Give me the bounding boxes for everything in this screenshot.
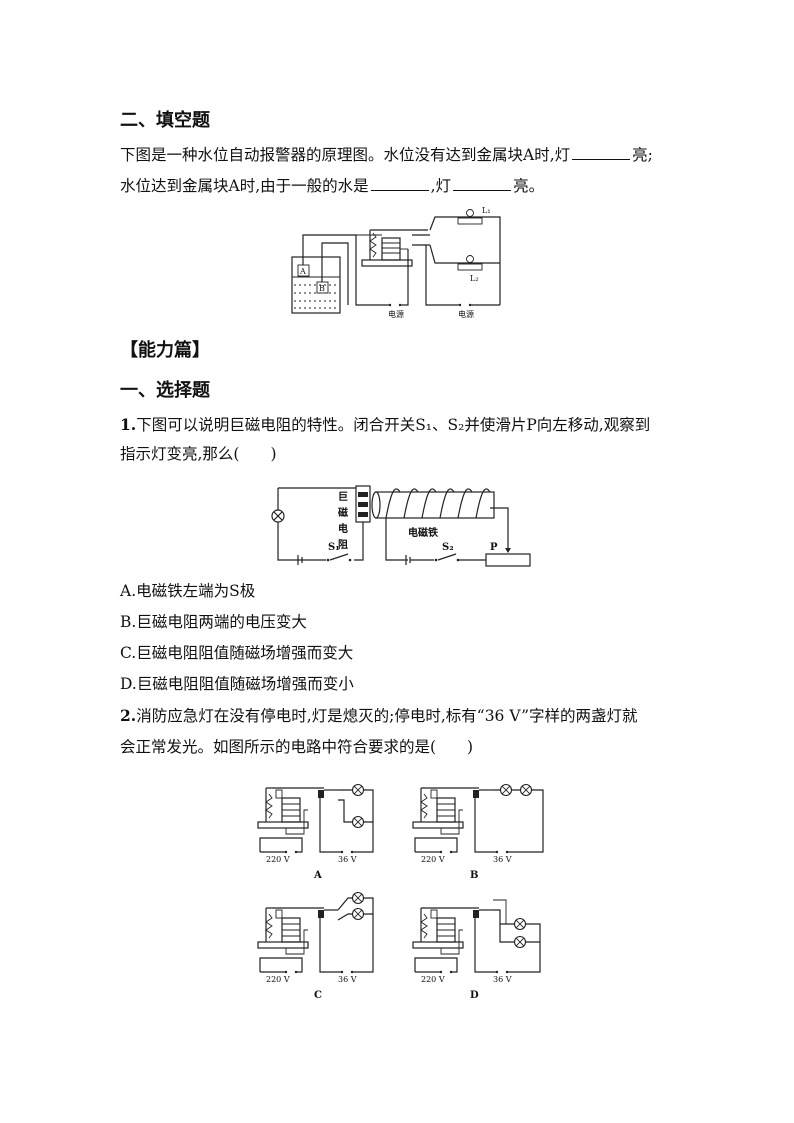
circuit-b: 220 V 36 V B bbox=[412, 783, 544, 881]
question-text-line1: 下图是一种水位自动报警器的原理图。水位没有达到金属块A时,灯 亮; bbox=[120, 145, 653, 165]
voltage-220-b: 220 V bbox=[421, 855, 445, 864]
lamp-l1-label: L₁ bbox=[482, 206, 491, 215]
emergency-light-circuits-diagram: 220 V 36 V A 220 V 36 V B 220 V 36 V C 2… bbox=[257, 783, 544, 1001]
q1-option-b[interactable]: B.巨磁电阻两端的电压变大 bbox=[120, 613, 307, 631]
water-level-alarm-diagram: A B 电源 L₁ L₂ 电源 bbox=[291, 206, 501, 319]
circuit-d: 220 V 36 V D bbox=[412, 899, 541, 1001]
switch-s2-label: S₂ bbox=[442, 542, 454, 553]
voltage-220-c: 220 V bbox=[266, 975, 290, 984]
circuit-c: 220 V 36 V C bbox=[257, 891, 374, 1001]
question-text-part: ,灯 bbox=[430, 177, 452, 195]
question-text-line2: 水位达到金属块A时,由于一般的水是 ,灯 亮。 bbox=[120, 176, 544, 196]
gmr-char-2: 磁 bbox=[338, 506, 348, 519]
voltage-36-a: 36 V bbox=[338, 855, 357, 864]
slider-p-label: P bbox=[490, 542, 498, 553]
question-text-part: 下图是一种水位自动报警器的原理图。水位没有达到金属块A时,灯 bbox=[120, 146, 571, 164]
gmr-char-3: 电 bbox=[338, 522, 348, 535]
power-label-2: 电源 bbox=[458, 309, 474, 319]
q1-number: 1. bbox=[120, 415, 137, 434]
q2-text: 消防应急灯在没有停电时,灯是熄灭的;停电时,标有“36 V”字样的两盏灯就 bbox=[136, 707, 638, 725]
q1-line1: 1.下图可以说明巨磁电阻的特性。闭合开关S₁、S₂并使滑片P向左移动,观察到 bbox=[120, 415, 650, 435]
q1-option-c[interactable]: C.巨磁电阻阻值随磁场增强而变大 bbox=[120, 644, 354, 662]
block-b-label: B bbox=[319, 284, 325, 293]
q2-number: 2. bbox=[120, 706, 137, 725]
answer-blank-3[interactable] bbox=[453, 176, 512, 191]
circuit-a: 220 V 36 V A bbox=[257, 783, 374, 881]
electromagnet-label: 电磁铁 bbox=[408, 526, 438, 539]
question-text-part: 亮; bbox=[632, 146, 653, 164]
answer-blank-1[interactable] bbox=[572, 145, 631, 160]
voltage-36-b: 36 V bbox=[493, 855, 512, 864]
section-title-ability: 【能力篇】 bbox=[120, 340, 210, 361]
voltage-36-d: 36 V bbox=[493, 975, 512, 984]
q1-option-d[interactable]: D.巨磁电阻阻值随磁场增强而变小 bbox=[120, 675, 354, 693]
option-label-b[interactable]: B bbox=[470, 870, 478, 881]
power-label-1: 电源 bbox=[388, 309, 404, 319]
option-label-a[interactable]: A bbox=[313, 870, 322, 881]
voltage-36-c: 36 V bbox=[338, 975, 357, 984]
q1-line2: 指示灯变亮,那么( ) bbox=[120, 445, 277, 463]
lamp-l2-label: L₂ bbox=[470, 274, 479, 283]
voltage-220-a: 220 V bbox=[266, 855, 290, 864]
gmr-char-4: 阻 bbox=[338, 539, 348, 551]
gmr-char-1: 巨 bbox=[338, 491, 348, 503]
option-label-d[interactable]: D bbox=[470, 990, 479, 1001]
answer-blank-2[interactable] bbox=[370, 176, 429, 191]
q2-line1: 2.消防应急灯在没有停电时,灯是熄灭的;停电时,标有“36 V”字样的两盏灯就 bbox=[120, 706, 638, 726]
q2-line2: 会正常发光。如图所示的电路中符合要求的是( ) bbox=[120, 738, 474, 756]
question-text-part: 水位达到金属块A时,由于一般的水是 bbox=[120, 177, 369, 195]
option-label-c[interactable]: C bbox=[314, 990, 322, 1001]
q1-text: 下图可以说明巨磁电阻的特性。闭合开关S₁、S₂并使滑片P向左移动,观察到 bbox=[136, 416, 651, 434]
block-a-label: A bbox=[299, 267, 306, 276]
section-title-fill-blank: 二、填空题 bbox=[120, 110, 210, 131]
switch-s1-label: S₁ bbox=[328, 542, 340, 553]
voltage-220-d: 220 V bbox=[421, 975, 445, 984]
section-subtitle-choice: 一、选择题 bbox=[120, 380, 210, 401]
gmr-circuit-diagram: 巨 磁 电 阻 S₁ 电磁铁 S₂ P bbox=[271, 485, 531, 567]
q1-option-a[interactable]: A.电磁铁左端为S极 bbox=[120, 582, 256, 600]
question-text-part: 亮。 bbox=[513, 177, 545, 195]
